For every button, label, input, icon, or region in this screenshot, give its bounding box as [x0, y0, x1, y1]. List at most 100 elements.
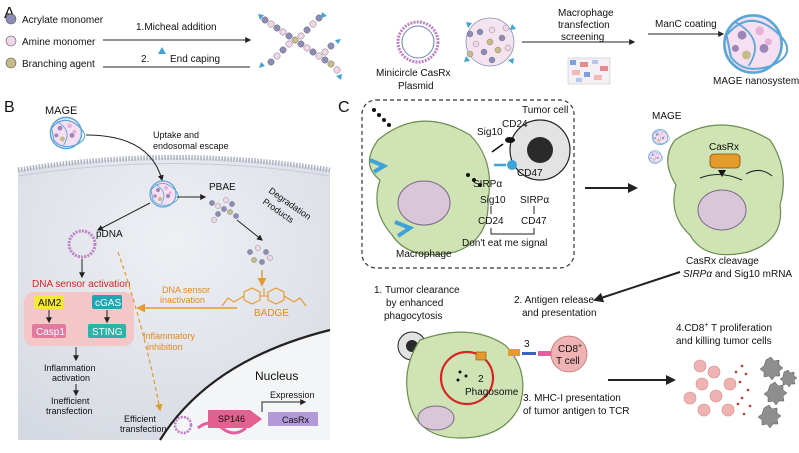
cd8-tcell-icon: [550, 335, 588, 373]
step4-rest: T proliferation: [708, 323, 772, 334]
dont-eat-bracket: [490, 228, 535, 235]
cleavage-label-1: CasRx cleavage: [686, 256, 759, 267]
num-2-label: 2: [478, 374, 484, 385]
mage-nanosystem-label: MAGE nanosystem: [713, 76, 799, 87]
dont-eat-label: Don't eat me signal: [462, 238, 547, 249]
branching-agent-icon: [5, 57, 17, 69]
sirpa-receptor-icon-1: [369, 158, 389, 174]
tumor-nucleus: [527, 137, 553, 163]
step1-label-3: phagocytosis: [384, 311, 442, 322]
membrane-inner-line: [17, 163, 331, 177]
pbae-polymer-icon: [209, 197, 239, 223]
inefficient-label-1: Inefficient: [51, 396, 90, 406]
casp1-box: [32, 324, 66, 338]
panel-c-label: C: [338, 99, 350, 116]
casrx-protein-label: CasRx: [709, 142, 739, 153]
screening-label-2: transfection: [558, 20, 610, 31]
minicircle-plasmid-icon: [396, 20, 440, 64]
tcell-swarm-icon: [683, 359, 737, 417]
cgas-box: [92, 295, 122, 309]
efficient-label-1: Efficient: [124, 414, 156, 424]
tcell-label-2: T cell: [556, 356, 580, 367]
dying-tumor-cells-icon: [757, 356, 798, 429]
step-end-caping: End caping: [170, 54, 220, 65]
cell-membrane: [17, 155, 331, 173]
step3-label-1: 3. MHC-I presentation: [523, 393, 621, 404]
casrx-gene-label: CasRx: [282, 415, 310, 425]
sirpa-label: SIRPα: [473, 179, 502, 190]
pair-cd47-label: CD47: [521, 216, 547, 227]
casrx-gene-box: [268, 412, 318, 426]
sig10-dots-icon: [372, 108, 482, 187]
screening-label-3: screening: [561, 32, 604, 43]
expression-arrow: [261, 399, 307, 412]
mhc-tcr-complex-icon: [508, 349, 552, 356]
inefficient-label-2: transfection: [46, 406, 93, 416]
panel-b-label: B: [4, 99, 15, 116]
nucleus-label: Nucleus: [255, 369, 298, 383]
uptake-arrow: [85, 134, 164, 182]
cleavage-rest: and Sig10 mRNA: [712, 269, 792, 280]
end-cap-triangle-icon: [158, 47, 166, 54]
plasmid-label-2: Plasmid: [398, 81, 434, 92]
phagocyte-nucleus: [417, 405, 455, 431]
uptake-label-1: Uptake and: [153, 130, 199, 140]
aim2-label: AIM2: [38, 298, 62, 309]
macrophage-nucleus: [397, 180, 451, 226]
phagosome-label: Phagosome: [465, 387, 519, 398]
badge-label: BADGE: [254, 308, 289, 319]
pair-sig10-label: Sig10: [480, 195, 506, 206]
sig10-label: Sig10: [477, 127, 503, 138]
amine-monomer-icon: [5, 35, 17, 47]
red-dots-icon: [734, 364, 752, 416]
antigen-dots-icon: [456, 370, 468, 382]
mage-particle-c2-icon: [648, 150, 664, 164]
pdna-plasmid-icon: [67, 229, 97, 259]
mrna-strands-icon: [699, 170, 773, 181]
pair-cd24-label: CD24: [478, 216, 504, 227]
legend-amine: Amine monomer: [22, 37, 96, 48]
degradation-arrow: [236, 219, 263, 241]
expression-label: Expression: [270, 390, 315, 400]
mage-label-c: MAGE: [652, 111, 682, 122]
sting-box: [88, 324, 126, 338]
to-clearance-arrow: [593, 271, 681, 303]
uptake-label-2: endosomal escape: [153, 141, 229, 151]
macrophage-label-c: Macrophage: [396, 249, 452, 260]
aim2-box: [34, 295, 64, 309]
step1-label-1: 1. Tumor clearance: [374, 285, 460, 296]
casp1-label: Casp1: [36, 327, 65, 338]
inflammation-label-2: activation: [52, 373, 90, 383]
step2-label-1: 2. Antigen release: [514, 295, 594, 306]
sp146-label: SP146: [218, 414, 245, 424]
small-casrx-icon: [475, 351, 487, 361]
monomer-legend: Acrylate monomer Amine monomer Branching…: [5, 13, 104, 70]
cleavage-label-2: SIRPα and Sig10 mRNA: [683, 269, 792, 280]
screening-heatmap-icon: [567, 57, 611, 85]
cd47-marker-icon: [507, 160, 517, 170]
step1-label-2: by enhanced: [386, 298, 443, 309]
efficient-plasmid-icon: [173, 415, 193, 435]
acrylate-monomer-icon: [5, 13, 17, 25]
step2-label-2: and presentation: [522, 308, 597, 319]
sensor-activation-label: DNA sensor activation: [32, 279, 130, 290]
cd24-label: CD24: [502, 119, 528, 130]
panel-a-label: A: [4, 5, 15, 22]
tcell-prefix: CD8: [558, 344, 578, 355]
tumor-cell-label: Tumor cell: [522, 105, 568, 116]
step-michael-addition: 1.Micheal addition: [136, 22, 217, 33]
inactivation-label-2: inactivation: [160, 295, 205, 305]
mage-particle-b-icon: [49, 116, 86, 150]
tcell-sup: +: [578, 343, 582, 350]
tcell-label-1: CD8+: [558, 343, 582, 355]
branched-polymer-icon: [258, 12, 342, 80]
step4-label-1: 4.CD8+ T proliferation: [676, 322, 772, 334]
sting-label: STING: [92, 327, 123, 338]
cd24-marker-icon: [505, 137, 515, 143]
step4-sup: +: [704, 322, 708, 329]
step4-label-2: and killing tumor cells: [676, 336, 772, 347]
step-end-caping-number: 2.: [141, 54, 149, 65]
mage-particle-c1-icon: [651, 128, 670, 146]
degradation-products-icon: [247, 245, 273, 265]
